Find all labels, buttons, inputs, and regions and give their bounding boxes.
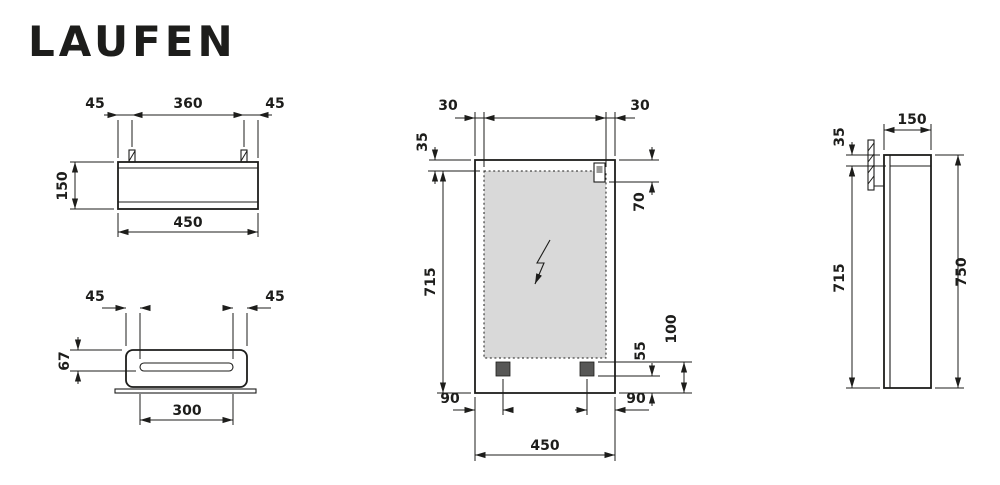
dim-bracket-offset-right: 45 xyxy=(265,96,284,112)
front-view: 30 30 35 70 715 100 55 90 90 450 xyxy=(415,98,692,461)
wall-bracket-left xyxy=(128,149,136,163)
front-dimension-lines xyxy=(428,112,692,461)
side-view: 150 35 715 750 xyxy=(832,112,970,389)
dim-side-total-height: 750 xyxy=(954,257,970,286)
dim-connection-offset: 70 xyxy=(632,192,648,212)
wall-bracket-right xyxy=(240,149,248,163)
top-view: 45 360 45 150 450 xyxy=(55,96,285,237)
dim-shelf-slot-width: 300 xyxy=(172,403,201,419)
shelf-base-plate xyxy=(114,388,257,394)
dim-mirror-height: 715 xyxy=(423,267,439,296)
dim-front-inset-left: 30 xyxy=(438,98,458,114)
dim-shelf-offset-right: 45 xyxy=(265,289,284,305)
dim-side-body-height: 715 xyxy=(832,263,848,292)
mirror-area xyxy=(483,170,607,359)
shelf-body xyxy=(125,349,248,388)
dim-bracket-spacing: 360 xyxy=(173,96,202,112)
brand-logo: LAUFEN xyxy=(28,17,237,66)
dim-shelf-height: 67 xyxy=(57,351,73,370)
dim-top-view-depth: 150 xyxy=(55,171,71,200)
dim-front-inset-right: 30 xyxy=(630,98,650,114)
power-connection-point xyxy=(593,162,606,183)
shelf-view: 45 45 67 300 xyxy=(57,289,285,425)
dim-side-depth: 150 xyxy=(897,112,926,128)
top-view-cabinet-outline xyxy=(117,161,259,210)
dim-socket-offset-right: 90 xyxy=(626,391,646,407)
socket-left xyxy=(495,361,511,377)
dim-socket-height-top: 100 xyxy=(664,314,680,343)
dim-socket-height-bottom: 55 xyxy=(633,341,649,360)
dim-socket-offset-left: 90 xyxy=(440,391,460,407)
side-wall-bracket xyxy=(867,139,884,191)
dim-front-top-margin: 35 xyxy=(415,132,431,151)
side-profile-outline xyxy=(883,154,932,389)
dim-bracket-offset-left: 45 xyxy=(85,96,104,112)
dim-side-top-margin: 35 xyxy=(832,127,848,146)
top-view-dimension-lines xyxy=(70,111,272,237)
lightning-bolt-icon xyxy=(534,239,551,285)
shelf-slot xyxy=(139,362,234,372)
side-dimension-lines xyxy=(846,124,964,389)
shelf-dimension-lines xyxy=(70,304,271,425)
dim-top-view-width: 450 xyxy=(173,215,202,231)
dim-shelf-offset-left: 45 xyxy=(85,289,104,305)
front-cabinet-outline xyxy=(474,159,616,394)
dim-front-width: 450 xyxy=(530,438,559,454)
socket-right xyxy=(579,361,595,377)
